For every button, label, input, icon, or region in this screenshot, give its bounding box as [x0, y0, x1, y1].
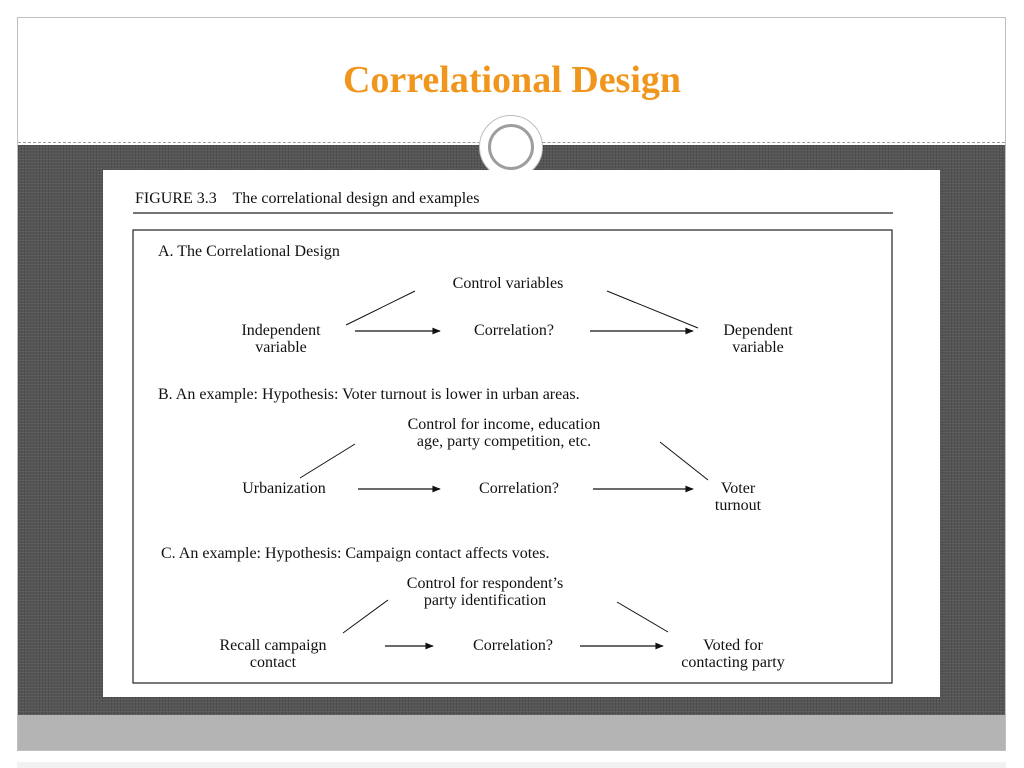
- section-c-left-line2: contact: [250, 654, 297, 671]
- section-c-heading: C. An example: Hypothesis: Campaign cont…: [161, 545, 550, 562]
- section-a-control: Control variables: [453, 275, 564, 292]
- bottom-strip: [17, 762, 1006, 768]
- section-b-right-line1: Voter: [721, 480, 756, 497]
- section-b-left: Urbanization: [242, 480, 326, 497]
- correlational-design-figure: FIGURE 3.3 The correlational design and …: [132, 190, 893, 684]
- section-c-control-line1: Control for respondent’s: [407, 575, 563, 592]
- section-a-control-link-right: [606, 290, 699, 329]
- section-a-heading: A. The Correlational Design: [158, 243, 340, 260]
- section-b-right-line2: turnout: [715, 497, 762, 514]
- section-b-control-link-left: [299, 443, 356, 479]
- title-ornament-circle: [479, 115, 543, 179]
- slide-title: Correlational Design: [342, 59, 682, 101]
- section-c-right-line2: contacting party: [681, 654, 785, 671]
- section-b-control-line2: age, party competition, etc.: [417, 433, 591, 450]
- section-c-right-line1: Voted for: [703, 637, 763, 654]
- section-b-middle: Correlation?: [479, 480, 559, 497]
- diagram-box: [132, 229, 893, 684]
- section-a-middle: Correlation?: [474, 322, 554, 339]
- section-a-control-link-left: [345, 290, 416, 326]
- figure-caption: FIGURE 3.3 The correlational design and …: [135, 190, 480, 207]
- section-b-control-line1: Control for income, education: [408, 416, 601, 433]
- section-a-right-line1: Dependent: [723, 322, 793, 339]
- section-b-control-link-right: [659, 441, 709, 481]
- title-ornament-inner-ring: [488, 124, 534, 170]
- section-c-middle: Correlation?: [473, 637, 553, 654]
- figure-image-panel: FIGURE 3.3 The correlational design and …: [103, 170, 940, 697]
- section-a-right-line2: variable: [732, 339, 784, 356]
- section-b-heading: B. An example: Hypothesis: Voter turnout…: [158, 386, 580, 403]
- section-a-left-line1: Independent: [241, 322, 321, 339]
- section-c-control-link-left: [342, 599, 389, 634]
- section-c-control-line2: party identification: [424, 592, 546, 609]
- footer-band: [18, 715, 1005, 750]
- section-a-left-line2: variable: [255, 339, 307, 356]
- section-c-left-line1: Recall campaign: [219, 637, 326, 654]
- section-c-control-link-right: [616, 601, 669, 633]
